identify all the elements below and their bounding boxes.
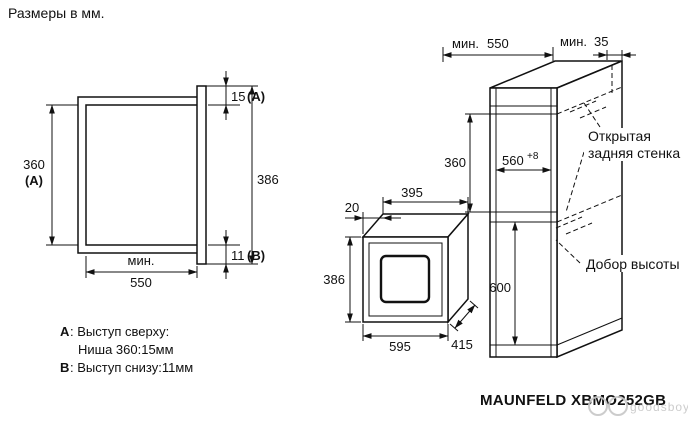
dim-niche-height: 360 (A) <box>23 104 78 246</box>
label-open-back: Открытая задняя стенка <box>588 128 680 161</box>
niche-depth-min-prefix: мин. <box>128 253 155 268</box>
note-b-text: : Выступ снизу:11мм <box>70 360 193 375</box>
watermark-circle-icon <box>608 396 628 416</box>
oven-door <box>368 242 443 317</box>
dim-oven-width: 595 <box>362 324 449 354</box>
note-b-key: B <box>60 360 69 375</box>
dim-top-overhang: 15 (A) <box>206 71 265 120</box>
oven-body-depth-value: 395 <box>401 185 423 200</box>
oven-total-depth-value: 415 <box>451 337 473 352</box>
page-title: Размеры в мм. <box>8 5 105 21</box>
dim-niche-depth: мин. 550 <box>85 253 198 290</box>
cabinet-niche-width-value: 560 <box>502 153 524 168</box>
dim-oven-frame: 20 <box>345 200 401 234</box>
back-gap-value: 35 <box>594 34 608 49</box>
dim-front-height: 386 <box>249 85 279 265</box>
niche-height-ref: (A) <box>25 173 43 188</box>
dim-oven-total-depth: 415 <box>449 300 479 352</box>
dim-bottom-overhang: 11 (B) <box>206 230 265 279</box>
niche-outline <box>77 96 197 254</box>
dim-lower-section-height: 600 <box>489 221 518 346</box>
oven-width-value: 595 <box>389 339 411 354</box>
watermark-text: goodsboy <box>630 400 688 414</box>
top-gap-value: 15 <box>231 89 245 104</box>
dim-oven-body-depth: 395 <box>382 185 469 214</box>
filler-label-backing <box>582 255 680 272</box>
cabinet-depth-min-prefix: мин. <box>452 36 479 51</box>
bottom-gap-ref: (B) <box>247 248 265 263</box>
open-back-label-line1: Открытая <box>588 128 651 144</box>
installation-notes: A : Выступ сверху: Ниша 360:15мм B : Выс… <box>60 324 193 375</box>
niche-inner-outline <box>85 104 197 246</box>
open-back-label-backing <box>584 128 686 161</box>
back-gap-min-prefix: мин. <box>560 34 587 49</box>
label-height-filler: Добор высоты <box>586 256 680 272</box>
dim-cabinet-niche-height: 360 <box>444 113 491 213</box>
lower-section-height-value: 600 <box>489 280 511 295</box>
cabinet-depth-value: 550 <box>487 36 509 51</box>
watermark-circle-icon <box>588 396 608 416</box>
open-back-label-line2: задняя стенка <box>588 145 680 161</box>
niche-depth-value: 550 <box>130 275 152 290</box>
note-a-text: : Выступ сверху: <box>70 324 169 339</box>
niche-height-value: 360 <box>23 157 45 172</box>
cabinet-niche-height-value: 360 <box>444 155 466 170</box>
dim-back-gap: мин. 35 <box>560 34 636 60</box>
oven-frame-depth-value: 20 <box>345 200 359 215</box>
front-frame-plate <box>196 85 207 265</box>
watermark: goodsboy <box>588 396 688 416</box>
note-a-line2: Ниша 360:15мм <box>78 342 174 357</box>
oven-front <box>362 236 449 323</box>
cabinet-shelf-lines <box>490 65 623 357</box>
front-height-value: 386 <box>257 172 279 187</box>
cabinet-view: мин. 550 мин. 35 360 560 +8 <box>442 34 686 359</box>
cabinet-niche-width-tolerance: +8 <box>527 151 539 162</box>
side-view: 360 (A) 15 (A) 11 (B) 386 <box>23 71 279 290</box>
oven-door-window <box>379 254 431 304</box>
dim-oven-height: 386 <box>323 236 361 323</box>
note-a-key: A <box>60 324 70 339</box>
dim-cabinet-depth: мин. 550 <box>442 36 554 62</box>
bottom-gap-value: 11 <box>231 248 245 263</box>
open-back-hatching <box>555 100 607 264</box>
top-gap-ref: (A) <box>247 89 265 104</box>
dim-cabinet-niche-width: 560 +8 <box>495 151 552 173</box>
oven-view: 395 20 386 595 415 <box>323 185 479 354</box>
oven-height-value: 386 <box>323 272 345 287</box>
